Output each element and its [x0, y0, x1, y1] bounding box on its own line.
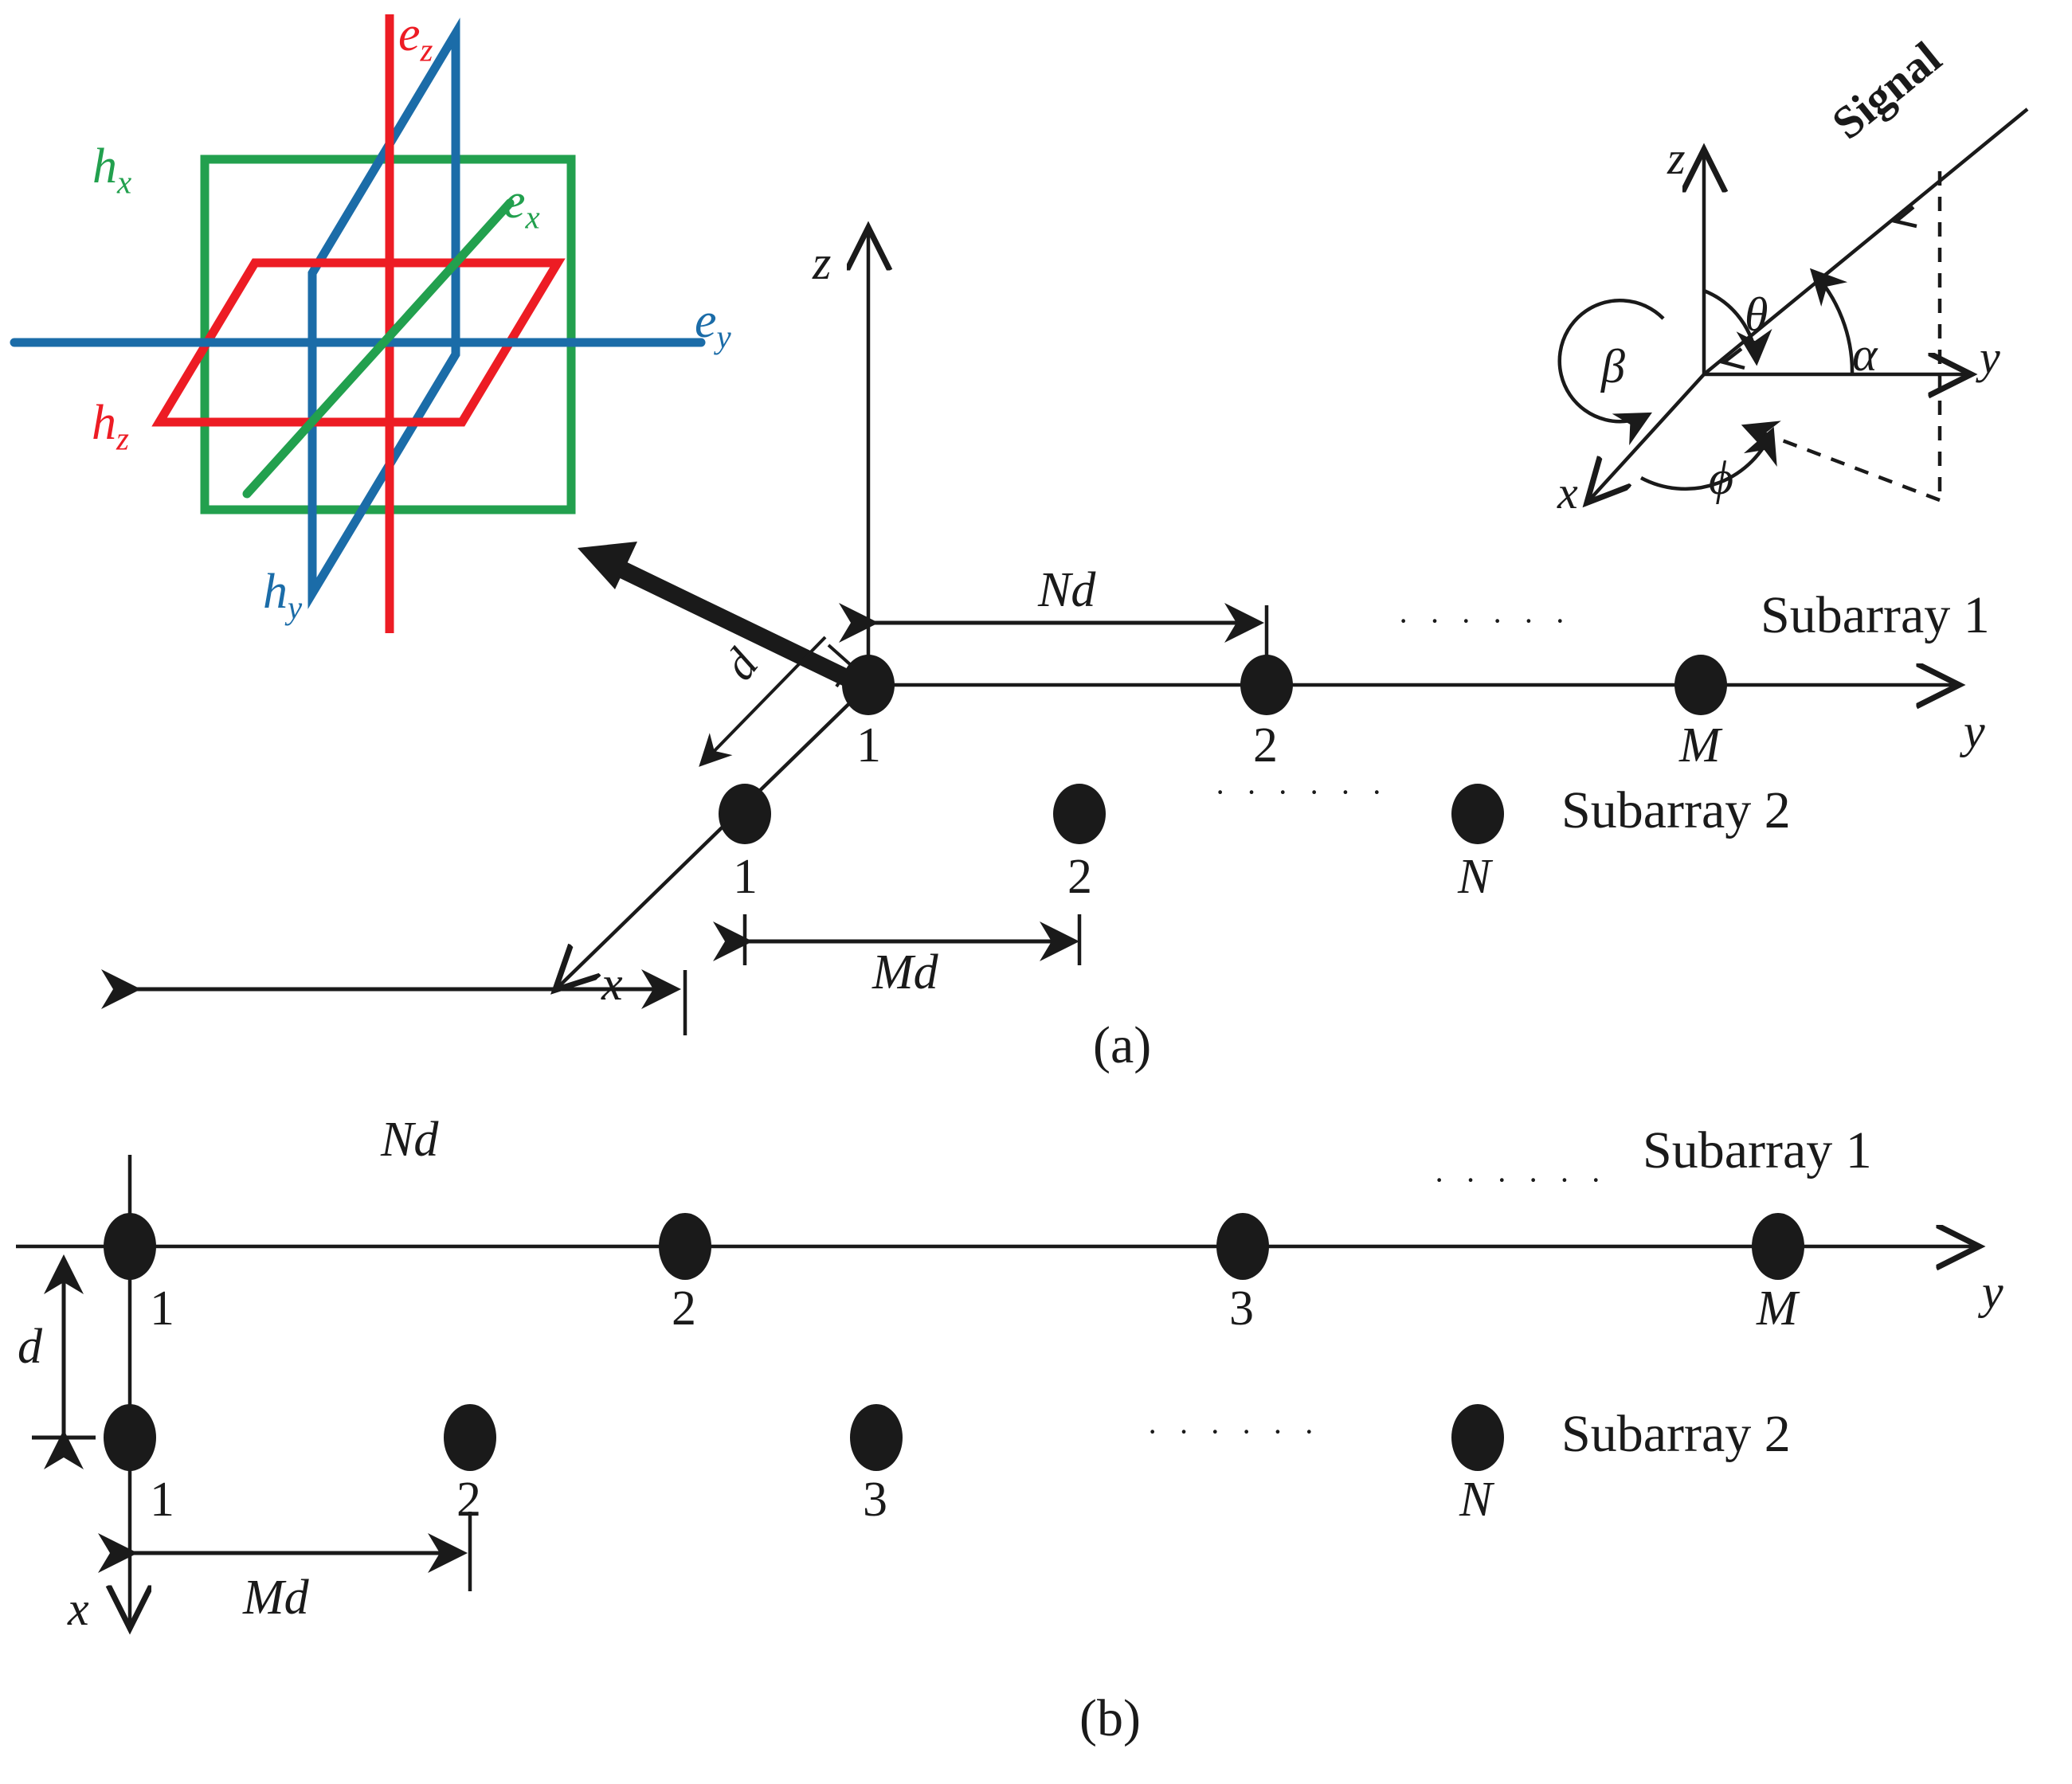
signal-projection-ground: [1741, 421, 1941, 503]
panel-a-subarray1-title: Subarray 1: [1761, 586, 1990, 644]
panel-a-axis-label-z: z: [813, 237, 832, 289]
panel-a-element-label-s2-2: 2: [1067, 850, 1092, 904]
label-ey: ey: [695, 294, 731, 355]
signal-axis-label-z: z: [1667, 132, 1686, 184]
panel-b-element-s2-N: [1451, 1404, 1504, 1471]
panel-b-element-label-s1-M: M: [1757, 1281, 1798, 1336]
label-hx: hx: [92, 139, 132, 201]
panel-a-element-s1-2: [1240, 655, 1293, 715]
panel-a-x-axis: [558, 683, 870, 988]
panel-a-element-label-s1-1: 1: [856, 718, 881, 773]
panel-b-element-label-s2-N: N: [1459, 1473, 1493, 1527]
label-ex: ex: [503, 174, 540, 236]
panel-a-dim-label-md: Md: [872, 945, 938, 1000]
panel-b-graphic: [16, 969, 1976, 1625]
panel-a-element-label-s2-1: 1: [733, 850, 758, 904]
panel-a-ellipsis-s1: · · · · · ·: [1398, 603, 1572, 639]
panel-a-element-s2-2: [1053, 784, 1106, 844]
panel-a-element-label-s2-N: N: [1458, 850, 1491, 904]
signal-inset-graphic: [1557, 108, 2029, 503]
panel-b-dim-label-d: d: [18, 1320, 42, 1374]
panel-a-d-arrow: [699, 636, 827, 767]
angle-label-alpha: α: [1852, 328, 1878, 381]
panel-b-element-s2-1: [104, 1404, 156, 1471]
panel-b-element-s1-1: [104, 1213, 156, 1280]
panel-b-element-label-s1-3: 3: [1229, 1281, 1254, 1336]
signal-ray-arrow-2: [1892, 205, 1917, 229]
hy-plane-blue: [307, 18, 460, 609]
panel-a-axis-label-x: x: [601, 957, 623, 1010]
panel-b-element-s2-2: [444, 1404, 496, 1471]
panel-a-element-s1-1: [842, 655, 895, 715]
signal-ray-arrow-1: [1720, 347, 1745, 370]
angle-label-beta: β: [1601, 340, 1625, 393]
ex-axis-green: [242, 198, 515, 499]
panel-a-ellipsis-s2: · · · · · ·: [1215, 774, 1389, 810]
panel-a-axis-label-y: y: [1964, 705, 1985, 757]
hz-plane-red: [151, 258, 566, 427]
panel-b-ellipsis-s2: · · · · · ·: [1147, 1414, 1321, 1450]
panel-b-element-s1-3: [1216, 1213, 1269, 1280]
panel-b-element-s2-3: [850, 1404, 903, 1471]
angle-label-phi: ϕ: [1709, 452, 1734, 504]
panel-a-element-s2-1: [719, 784, 771, 844]
polarization-inset-graphic: [10, 14, 706, 633]
panel-b-element-label-s1-2: 2: [672, 1281, 696, 1336]
panel-a-element-label-s1-2: 2: [1253, 718, 1278, 773]
panel-a-graphic: [558, 231, 1956, 988]
panel-b-subarray2-title: Subarray 2: [1561, 1405, 1791, 1463]
panel-b-element-s1-2: [659, 1213, 711, 1280]
panel-a-caption: (a): [1093, 1016, 1152, 1074]
alpha-arc: [1809, 268, 1855, 375]
panel-b-dim-label-nd: Nd: [381, 1113, 439, 1167]
panel-b-subarray1-title: Subarray 1: [1643, 1121, 1872, 1180]
label-hy: hy: [263, 565, 303, 626]
label-ez: ez: [398, 7, 433, 68]
panel-a-element-label-s1-M: M: [1679, 718, 1721, 773]
panel-b-ellipsis-s1: · · · · · ·: [1434, 1162, 1608, 1198]
panel-a-signal-arrow: [578, 542, 868, 694]
panel-b-axis-label-x: x: [68, 1583, 89, 1635]
panel-b-caption: (b): [1079, 1689, 1141, 1747]
theta-arc: [1703, 288, 1772, 366]
signal-axis-label-x: x: [1557, 467, 1578, 518]
panel-b-element-label-s2-3: 3: [863, 1473, 887, 1527]
panel-a-dim-label-nd: Nd: [1038, 563, 1096, 617]
panel-a-element-s2-N: [1451, 784, 1504, 844]
beta-arc: [1557, 299, 1665, 446]
angle-label-theta: θ: [1745, 288, 1768, 341]
panel-b-dim-label-md: Md: [243, 1571, 309, 1625]
panel-b-element-label-s2-2: 2: [456, 1473, 481, 1527]
panel-b-element-label-s1-1: 1: [150, 1281, 174, 1336]
phi-arc: [1639, 426, 1777, 491]
panel-b-axis-label-y: y: [1982, 1266, 2003, 1318]
panel-b-element-s1-M: [1752, 1213, 1804, 1280]
label-hz: hz: [92, 396, 129, 457]
panel-a-element-s1-M: [1674, 655, 1727, 715]
signal-axis-label-y: y: [1980, 331, 2000, 383]
panel-b-element-label-s2-1: 1: [150, 1473, 174, 1527]
panel-a-subarray2-title: Subarray 2: [1561, 781, 1791, 839]
